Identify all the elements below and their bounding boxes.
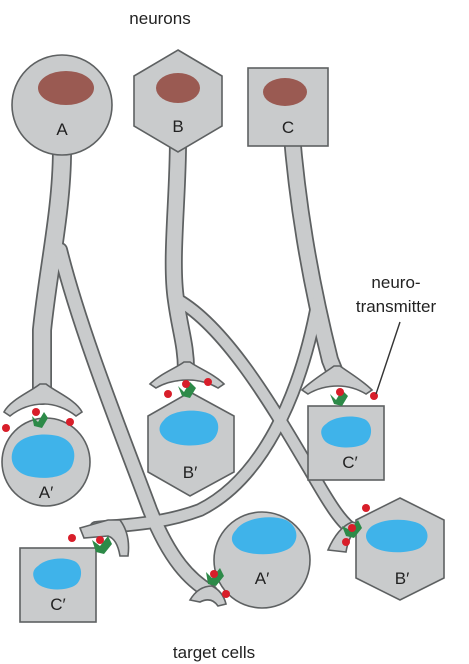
target-c-prime-2-nucleus [33,558,82,590]
neuron-b-nucleus [156,73,200,103]
neuron-a: A [11,54,113,156]
terminal-c-to-c-prime [300,365,374,395]
receptor-icon [330,390,348,406]
target-c-prime-2: C′ [19,547,97,623]
target-c-prime-1-nucleus [321,416,372,448]
diagram-footer: target cells [173,643,255,662]
neurotransmitter-dot [222,590,230,598]
neuron-c: C [247,67,329,147]
target-c-prime-1-label: C′ [342,453,357,472]
neurotransmitter-dot [362,504,370,512]
neurotransmitter-dot [32,408,40,416]
target-b-prime-2: B′ [355,497,445,601]
neurotransmitter-dot [2,424,10,432]
neurotransmitter-dot [204,378,212,386]
target-c-prime-1: C′ [307,405,385,481]
neurotransmitter-dot [348,524,356,532]
target-b-prime-1: B′ [147,391,235,497]
neuron-c-nucleus [263,78,307,106]
receptor-icon [32,412,48,428]
target-b-prime-2-nucleus [366,519,428,553]
target-b-prime-1-label: B′ [183,463,198,482]
neuron-c-label: C [282,118,294,137]
receptor-icon [178,382,196,398]
callout-line-2: transmitter [356,297,437,316]
target-b-prime-1-nucleus [159,410,219,446]
target-a-prime-2: A′ [213,511,311,609]
axons [32,101,357,600]
target-a-prime-1-label: A′ [39,483,54,502]
terminal-a-to-a-prime [2,383,84,417]
synapse-b-b-prime-1 [164,378,212,398]
neurotransmitter-dot [96,536,104,544]
neuron-b: B [133,49,223,153]
neurotransmitter-dot [182,380,190,388]
callout-line-1: neuro- [371,273,420,292]
diagram-title: neurons [129,9,190,28]
target-a-prime-2-nucleus [231,517,297,555]
receptor-icon [92,536,112,554]
synapse-a-a-prime-2 [206,568,230,598]
target-a-prime-1-nucleus [11,434,75,478]
neuron-a-label: A [56,120,68,139]
neurotransmitter-dot [210,570,218,578]
synapse-c-c-prime-2 [68,534,112,554]
target-c-prime-2-label: C′ [50,595,65,614]
neurotransmitter-dot [342,538,350,546]
neurotransmitter-dot [66,418,74,426]
synapses [2,378,378,598]
neurotransmitter-dot [164,390,172,398]
neurotransmitter-dot [336,388,344,396]
neuron-a-body [11,54,113,156]
callout-leader-line [375,321,401,395]
target-a-prime-1: A′ [1,417,91,507]
neurotransmitter-dot [68,534,76,542]
synapse-b-b-prime-2 [342,504,370,546]
target-a-prime-2-label: A′ [255,569,270,588]
terminal-c-to-c-prime-left [78,519,130,557]
neuron-b-label: B [172,117,183,136]
neuron-a-nucleus [38,71,94,105]
synapse-a-a-prime-1 [2,408,74,432]
target-b-prime-2-label: B′ [395,569,410,588]
